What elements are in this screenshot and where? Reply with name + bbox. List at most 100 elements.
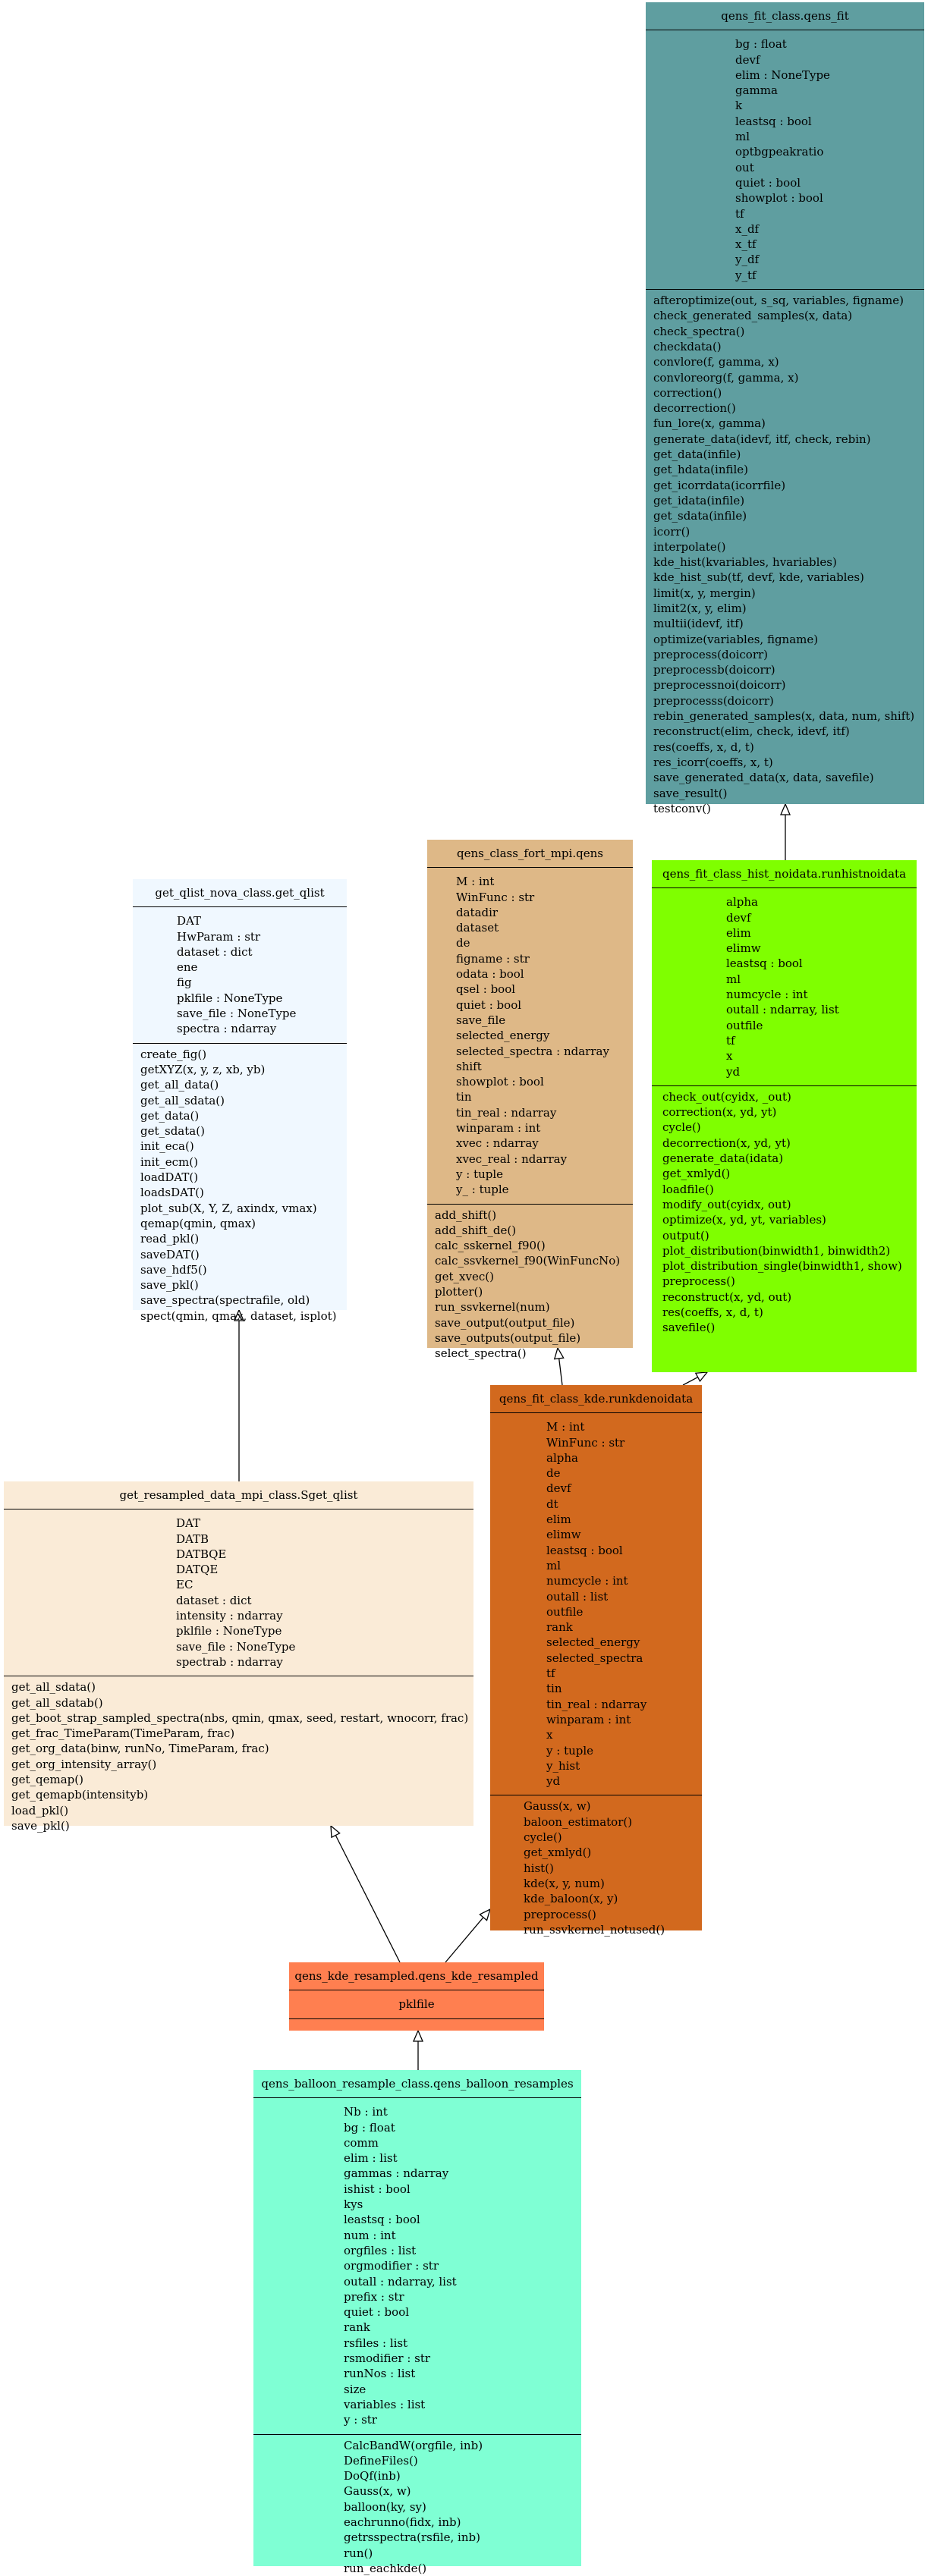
attribute: yd: [546, 1774, 561, 1789]
method: Gauss(x, w): [524, 1799, 591, 1814]
method: get_all_sdata(): [140, 1093, 225, 1107]
method: save_hdf5(): [140, 1262, 207, 1277]
method: run_ssvkernel_notused(): [524, 1922, 665, 1937]
method: balloon(ky, sy): [344, 2499, 426, 2514]
edge-kderesampled-to-resampled: [335, 1835, 401, 1963]
attribute: prefix : str: [344, 2289, 404, 2304]
method: check_out(cyidx, _out): [662, 1089, 791, 1104]
divider: [652, 1085, 917, 1086]
attribute: y : tuple: [456, 1167, 504, 1181]
attribute: y_tf: [735, 268, 757, 282]
method: plotter(): [435, 1285, 483, 1299]
attribute: M : int: [456, 875, 495, 889]
method: calc_ssvkernel_f90(WinFuncNo): [435, 1254, 621, 1268]
attribute: HwParam : str: [177, 929, 261, 944]
class-name: qens_kde_resampled.qens_kde_resampled: [294, 1969, 539, 1983]
attribute: leastsq : bool: [726, 957, 803, 971]
attribute: intensity : ndarray: [176, 1609, 283, 1623]
attribute: winparam : int: [456, 1121, 541, 1136]
attribute: showplot : bool: [456, 1075, 544, 1089]
attribute: pklfile: [398, 1997, 435, 2012]
attribute: kys: [344, 2197, 363, 2212]
attribute: M : int: [546, 1420, 585, 1434]
attribute: de: [546, 1466, 561, 1481]
divider: [490, 1412, 702, 1414]
method: qemap(qmin, qmax): [140, 1216, 256, 1230]
method: hist(): [524, 1861, 554, 1875]
attribute: outall : list: [546, 1589, 609, 1604]
attribute: WinFunc : str: [456, 890, 535, 904]
method: get_sdata(): [140, 1124, 205, 1139]
attribute: bg : float: [344, 2120, 395, 2135]
attribute: tin: [546, 1682, 562, 1696]
attribute: orgmodifier : str: [344, 2259, 439, 2273]
method: preprocess(): [524, 1907, 596, 1921]
method: check_spectra(): [653, 324, 745, 338]
attribute: tin: [456, 1090, 472, 1104]
class-name: qens_class_fort_mpi.qens: [457, 847, 603, 860]
edge-kderesampled-to-kde: [445, 1917, 484, 1963]
attribute: save_file : NoneType: [176, 1639, 296, 1654]
attribute: DATB: [176, 1531, 209, 1546]
divider: [427, 867, 633, 869]
method: load_pkl(): [11, 1803, 69, 1817]
method: multii(idevf, itf): [653, 617, 744, 631]
method: generate_data(idata): [662, 1151, 784, 1166]
method: DoQf(inb): [344, 2469, 401, 2483]
attribute: devf: [726, 910, 751, 925]
method: get_all_sdatab(): [11, 1695, 103, 1710]
attribute: ml: [726, 972, 741, 986]
attribute: tf: [546, 1667, 555, 1681]
method: cycle(): [662, 1120, 701, 1135]
attribute: qsel : bool: [456, 982, 516, 997]
class-name: qens_fit_class_hist_noidata.runhistnoida…: [662, 867, 907, 881]
inheritance-arrowhead: [479, 1908, 492, 1921]
method: read_pkl(): [140, 1232, 200, 1246]
method: add_shift(): [435, 1208, 497, 1222]
attribute: selected_spectra : ndarray: [456, 1044, 609, 1058]
method: convloreorg(f, gamma, x): [653, 370, 799, 385]
attribute: y_ : tuple: [456, 1183, 509, 1197]
method: reconstruct(x, yd, out): [662, 1290, 792, 1304]
attribute: selected_energy: [456, 1029, 550, 1043]
class-node-kde-resampled: qens_kde_resampled.qens_kde_resampled pk…: [289, 1962, 544, 2031]
divider: [133, 1042, 347, 1044]
method: preprocess(doicorr): [653, 647, 769, 661]
method: icorr(): [653, 524, 690, 539]
divider: [253, 2433, 581, 2435]
method: select_spectra(): [435, 1346, 527, 1361]
method: res(coeffs, x, d, t): [662, 1305, 763, 1320]
attribute: rsfiles : list: [344, 2336, 408, 2350]
attribute: ishist : bool: [344, 2182, 411, 2196]
method: get_data(): [140, 1108, 200, 1123]
attribute: figname : str: [456, 951, 530, 966]
attribute: datadir: [456, 905, 499, 919]
inheritance-arrowhead: [694, 1371, 709, 1383]
method: run_eachkde(): [344, 2561, 427, 2575]
attribute: elim : list: [344, 2151, 398, 2166]
attribute: DATQE: [176, 1563, 219, 1577]
attribute: numcycle : int: [546, 1574, 628, 1588]
method-list: add_shift()add_shift_de()calc_sskernel_f…: [427, 1208, 633, 1362]
divider: [652, 887, 917, 889]
method: save_generated_data(x, data, savefile): [653, 771, 874, 785]
attribute: elim : NoneType: [735, 68, 830, 82]
attribute: DAT: [176, 1516, 201, 1531]
method: get_idata(infile): [653, 493, 745, 507]
method: get_org_data(binw, runNo, TimeParam, fra…: [11, 1742, 269, 1756]
method: eachrunno(fidx, inb): [344, 2515, 461, 2530]
method: check_generated_samples(x, data): [653, 309, 853, 323]
method: cycle(): [524, 1830, 562, 1845]
method: get_hdata(infile): [653, 463, 749, 477]
method: loadsDAT(): [140, 1186, 204, 1200]
attribute: leastsq : bool: [546, 1543, 623, 1557]
attribute: selected_energy: [546, 1635, 640, 1650]
method: save_spectra(spectrafile, old): [140, 1293, 310, 1308]
method: loadDAT(): [140, 1170, 199, 1185]
method: limit2(x, y, elim): [653, 601, 747, 615]
attribute: shift: [456, 1059, 482, 1073]
attribute: dataset : dict: [177, 944, 253, 959]
